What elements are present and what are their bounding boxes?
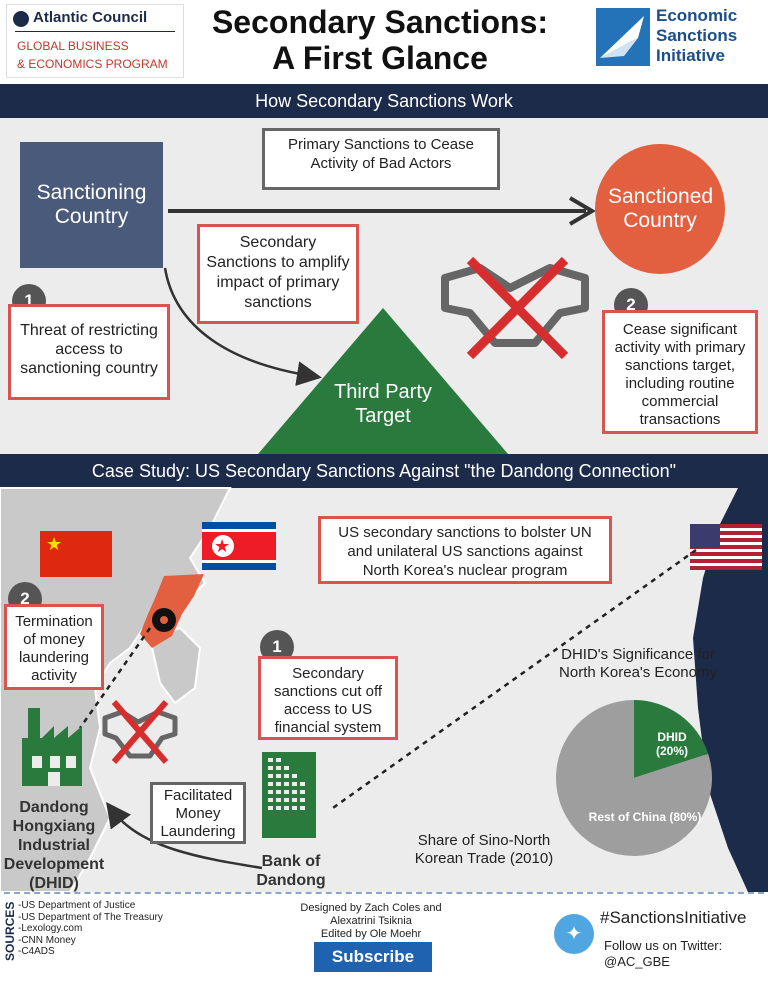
pie-label-dhid-name: DHID xyxy=(657,730,687,744)
china-flag-star-icon: ★ xyxy=(46,534,63,554)
dhid-label: Dandong Hongxiang Industrial Development… xyxy=(3,799,105,892)
laundering-arrow xyxy=(106,801,263,870)
us-sanctions-callout: US secondary sanctions to bolster UN and… xyxy=(318,516,612,584)
bank-building-icon xyxy=(262,752,316,838)
north-korea-shape xyxy=(140,574,204,648)
sanctioning-country-label: Sanctioning Country xyxy=(36,181,147,228)
section2-band: Case Study: US Secondary Sanctions Again… xyxy=(0,454,768,488)
subscribe-button[interactable]: Subscribe xyxy=(314,942,432,972)
third-party-triangle xyxy=(258,308,508,454)
facilitated-text: Facilitated Money Laundering xyxy=(160,787,236,840)
us-flag-canton xyxy=(690,524,720,548)
bank-label: Bank of Dandong xyxy=(256,853,326,889)
page-title-line2: A First Glance xyxy=(272,40,488,76)
step1-callout: Threat of restricting access to sanction… xyxy=(8,304,170,400)
page-title-line1: Secondary Sanctions: xyxy=(211,4,549,40)
pie-slice-rest-of-china xyxy=(556,700,712,856)
section1-arrows xyxy=(163,196,596,386)
north-korea-flag-star-icon: ★ xyxy=(214,536,231,556)
nk-to-dhid-dashed-line xyxy=(78,627,152,729)
section1-band: How Secondary Sanctions Work xyxy=(0,84,768,118)
hashtag[interactable]: #SanctionsInitiative xyxy=(600,908,747,927)
sources-label: SOURCES xyxy=(3,901,17,961)
twitter-bird-icon[interactable]: ✦ xyxy=(554,914,594,954)
atlantic-council-name: Atlantic Council xyxy=(33,9,148,26)
broken-handshake-icon xyxy=(441,256,589,360)
us-sanctions-text: US secondary sanctions to bolster UN and… xyxy=(338,524,592,579)
source-item: -US Department of The Treasury xyxy=(18,911,163,923)
pie-label-rest: Rest of China (80%) xyxy=(588,810,702,824)
case-study-connectors xyxy=(78,548,697,870)
factory-icon xyxy=(22,708,82,786)
dhid-pie-chart xyxy=(556,700,712,856)
pie-label-dhid: DHID (20%) xyxy=(642,730,702,758)
us-to-bank-dashed-line xyxy=(329,548,697,812)
case-step2-callout: Termination of money laundering activity xyxy=(4,604,104,690)
atlantic-program-line2: & ECONOMICS PROGRAM xyxy=(17,57,168,71)
primary-sanctions-callout: Primary Sanctions to Cease Activity of B… xyxy=(262,128,500,190)
north-korea-flag: ★ xyxy=(202,522,276,570)
atlantic-divider xyxy=(15,31,175,32)
source-item: -C4ADS xyxy=(18,946,55,957)
us-flag xyxy=(690,524,762,570)
primary-sanctions-text: Primary Sanctions to Cease Activity of B… xyxy=(288,136,474,172)
north-america-map xyxy=(693,488,768,892)
pie-label-dhid-pct: (20%) xyxy=(655,744,688,758)
follow-line1: Follow us on Twitter: xyxy=(604,938,723,953)
secondary-arrow xyxy=(163,267,322,386)
atlantic-council-logo: Atlantic Council GLOBAL BUSINESS & ECONO… xyxy=(6,4,184,78)
source-item: -Lexology.com xyxy=(18,923,83,934)
case-step1-text: Secondary sanctions cut off access to US… xyxy=(273,665,383,736)
case-broken-handshake-icon xyxy=(102,700,178,764)
credits-line3: Edited by Ole Moehr xyxy=(320,928,422,940)
esi-emblem-icon xyxy=(596,8,650,66)
credits-line2: Alexatrini Tsiknia xyxy=(330,915,412,927)
secondary-sanctions-text: Secondary Sanctions to amplify impact of… xyxy=(206,234,350,311)
twitter-handle[interactable]: @AC_GBE xyxy=(604,954,670,969)
case-step2-text: Termination of money laundering activity xyxy=(15,613,93,684)
step1-text: Threat of restricting access to sanction… xyxy=(20,322,158,377)
case-step1-callout: Secondary sanctions cut off access to US… xyxy=(258,656,398,740)
atlantic-program-line1: GLOBAL BUSINESS xyxy=(17,39,129,53)
secondary-sanctions-callout: Secondary Sanctions to amplify impact of… xyxy=(197,224,359,324)
source-item: -CNN Money xyxy=(18,934,76,946)
esi-line3: Initiative xyxy=(656,46,725,65)
source-item: -US Department of Justice xyxy=(18,900,136,911)
sanctioned-country-circle: Sanctioned Country xyxy=(595,144,725,274)
pie-slice-dhid xyxy=(634,700,709,778)
facilitated-callout: Facilitated Money Laundering xyxy=(150,782,246,844)
footer-divider xyxy=(4,892,764,894)
esi-logo: Economic Sanctions Initiative xyxy=(594,6,752,70)
credits: Designed by Zach Coles and Alexatrini Ts… xyxy=(276,902,466,941)
atlantic-council-emblem-icon xyxy=(13,11,29,27)
third-party-label: Third Party Target xyxy=(334,381,432,427)
sanctioning-country-box: Sanctioning Country xyxy=(20,142,163,268)
credits-line1: Designed by Zach Coles and xyxy=(300,902,442,914)
sources-list: -US Department of Justice -US Department… xyxy=(18,900,163,958)
esi-line1: Economic xyxy=(656,6,738,25)
esi-line2: Sanctions xyxy=(656,26,738,45)
step2-callout: Cease significant activity with primary … xyxy=(602,310,758,434)
sanctioned-country-label: Sanctioned Country xyxy=(608,185,714,232)
china-flag: ★ xyxy=(40,531,112,577)
pie-title: DHID's Significance for North Korea's Ec… xyxy=(559,646,717,681)
step2-text: Cease significant activity with primary … xyxy=(614,321,746,428)
page-header: Atlantic Council GLOBAL BUSINESS & ECONO… xyxy=(0,0,768,84)
pie-caption: Share of Sino-North Korean Trade (2010) xyxy=(414,832,554,867)
